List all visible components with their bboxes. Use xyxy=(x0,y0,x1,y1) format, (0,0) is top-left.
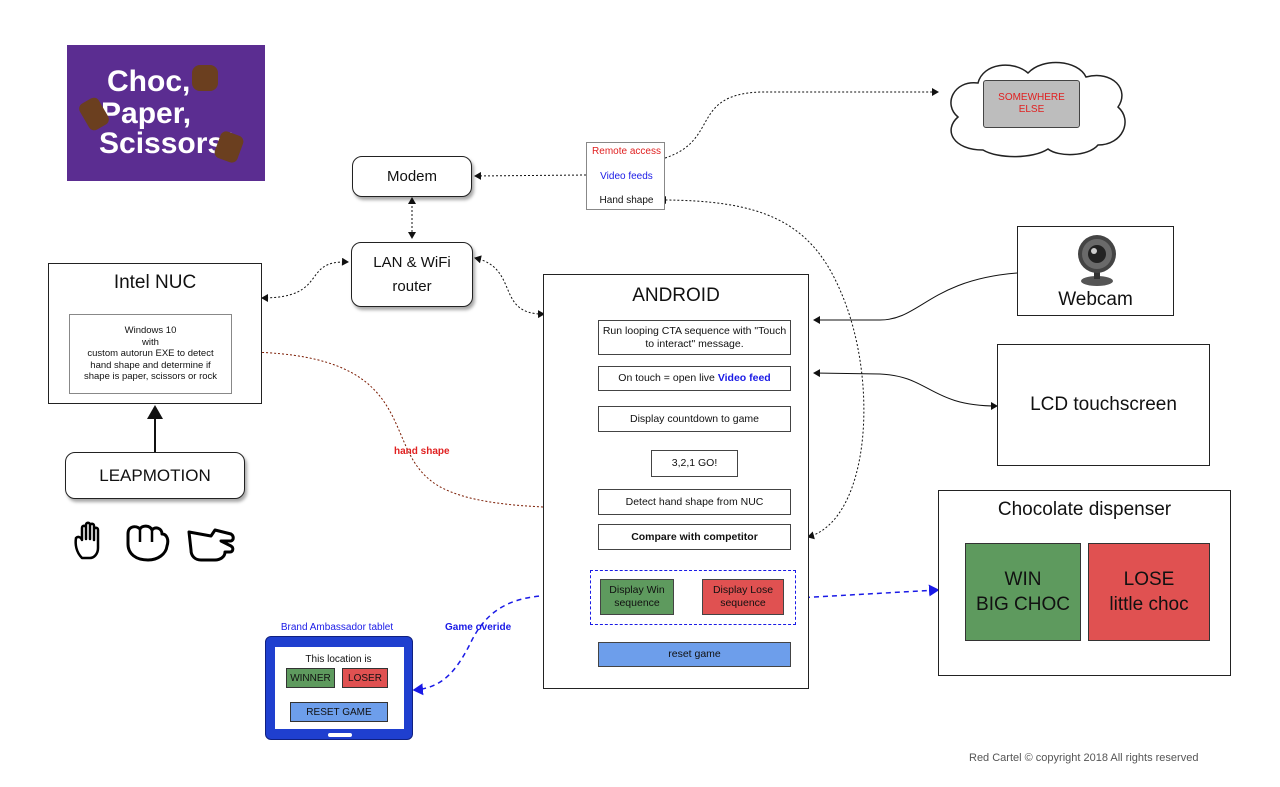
leapmotion-label: LEAPMOTION xyxy=(99,465,211,485)
dispenser-title: Chocolate dispenser xyxy=(997,499,1172,520)
router-nuc-link xyxy=(261,257,349,302)
dispenser-win-panel: WIN BIG CHOC xyxy=(965,543,1081,641)
display-lose-line2: sequence xyxy=(720,597,766,609)
router-label-line1: LAN & WiFi xyxy=(373,253,451,271)
tablet-title: Brand Ambassador tablet xyxy=(280,622,394,633)
dispenser-win-line2: BIG CHOC xyxy=(976,594,1070,615)
modem-box: Modem xyxy=(352,156,472,197)
lcd-label: LCD touchscreen xyxy=(1030,394,1177,415)
step-cta-line1: Run looping CTA sequence with "Touch xyxy=(602,324,787,337)
compare-handshape-link xyxy=(659,196,865,540)
remote-cloud-link xyxy=(664,88,939,159)
router-android-link xyxy=(474,255,545,319)
android-title: ANDROID xyxy=(632,285,720,306)
cloud-label-line1: SOMEWHERE xyxy=(998,92,1065,103)
nuc-description: Windows 10 with custom autorun EXE to de… xyxy=(69,314,232,394)
nuc-desc-line4: hand shape and determine if xyxy=(90,359,211,371)
video-feeds-label: Video feeds xyxy=(600,171,653,182)
display-lose-line1: Display Lose xyxy=(712,584,774,596)
tablet-location-label: This location is xyxy=(305,654,372,665)
dispenser-win-line1: WIN xyxy=(1004,569,1042,590)
android-dispenser-link xyxy=(795,584,940,599)
step-cta-line2: to interact" message. xyxy=(645,337,744,350)
scissors-gesture-icon xyxy=(187,528,235,562)
nuc-desc-line1: Windows 10 xyxy=(124,325,177,337)
display-win-line1: Display Win xyxy=(609,584,665,596)
remote-modem-link xyxy=(474,171,587,180)
nuc-desc-line3: custom autorun EXE to detect xyxy=(87,348,214,360)
cloud-label-line2: ELSE xyxy=(1018,104,1045,115)
nuc-desc-line5: shape is paper, scissors or rock xyxy=(83,371,218,383)
tablet-winner-button[interactable]: WINNER xyxy=(286,668,335,688)
tablet-home-button[interactable] xyxy=(328,733,352,737)
nuc-detect-link xyxy=(233,347,599,512)
webcam-icon xyxy=(1078,235,1116,286)
result-group xyxy=(590,570,796,625)
dispenser-lose-line1: LOSE xyxy=(1123,569,1175,590)
nuc-desc-line2: with xyxy=(142,336,159,348)
tablet-reset-button[interactable]: RESET GAME xyxy=(290,702,388,722)
reset-game-step: reset game xyxy=(598,642,791,667)
webcam-box: Webcam xyxy=(1017,226,1174,316)
step-detect-hand: Detect hand shape from NUC xyxy=(598,489,791,515)
remote-access-box: Remote access Video feeds Hand shape xyxy=(586,142,665,210)
step-countdown: Display countdown to game xyxy=(598,406,791,432)
step-open-video-highlight: Video feed xyxy=(717,372,771,384)
webcam-label: Webcam xyxy=(1058,289,1133,310)
logo-line1: Choc, xyxy=(107,65,191,98)
somewhere-else-box: SOMEWHERE ELSE xyxy=(983,80,1080,128)
step-open-video: On touch = open live Video feed xyxy=(598,366,791,391)
step-compare: Compare with competitor xyxy=(598,524,791,550)
modem-label: Modem xyxy=(386,168,438,185)
step-cta-sequence: Run looping CTA sequence with "Touch to … xyxy=(598,320,791,355)
nuc-title: Intel NUC xyxy=(113,272,197,293)
logo-line3: Scissors! xyxy=(99,127,235,160)
step-go: 3,2,1 GO! xyxy=(651,450,738,477)
open-hand-icon xyxy=(74,521,100,560)
override-link xyxy=(412,590,586,696)
logo-line2: Paper, xyxy=(101,97,192,130)
router-box: LAN & WiFi router xyxy=(351,242,473,307)
display-win-step: Display Win sequence xyxy=(600,579,674,615)
router-label-line2: router xyxy=(392,277,432,295)
fist-gesture-icon xyxy=(126,524,170,562)
webcam-android-link xyxy=(813,272,1018,324)
hand-shape-link-label: hand shape xyxy=(394,446,450,457)
lcd-touchscreen-box: LCD touchscreen xyxy=(997,344,1210,466)
copyright-text: Red Cartel © copyright 2018 All rights r… xyxy=(969,752,1199,764)
intel-nuc-box: Intel NUC Windows 10 with custom autorun… xyxy=(48,263,262,404)
hand-shape-label: Hand shape xyxy=(599,195,654,206)
dispenser-lose-line2: little choc xyxy=(1109,594,1189,615)
chocolate-dispenser-box: Chocolate dispenser WIN BIG CHOC LOSE li… xyxy=(938,490,1231,676)
lcd-android-link xyxy=(813,369,998,410)
display-win-line2: sequence xyxy=(614,597,660,609)
tablet-loser-button[interactable]: LOSER xyxy=(342,668,388,688)
tablet-frame xyxy=(265,636,413,740)
game-override-label: Game overide xyxy=(445,622,512,633)
leapmotion-box: LEAPMOTION xyxy=(65,452,245,499)
remote-access-label: Remote access xyxy=(592,146,661,157)
fist-icon xyxy=(192,65,218,91)
logo: Choc, Paper, Scissors! xyxy=(67,45,265,181)
dispenser-lose-panel: LOSE little choc xyxy=(1088,543,1210,641)
display-lose-step: Display Lose sequence xyxy=(702,579,784,615)
step-open-video-prefix: On touch = open live xyxy=(618,372,718,384)
